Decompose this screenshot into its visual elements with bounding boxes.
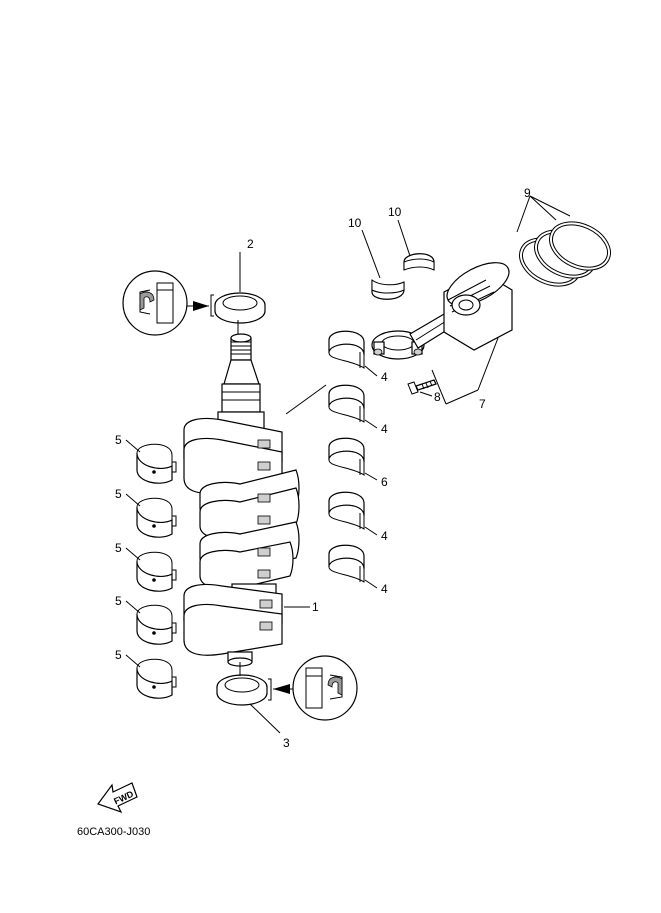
conrod-bearings [361, 219, 435, 300]
upper-bearing-3 [328, 491, 365, 530]
oil-seal-front [186, 252, 266, 334]
label-part-5b: 5 [115, 487, 122, 501]
label-part-9: 9 [524, 186, 531, 200]
main-bearing-1 [136, 443, 177, 484]
label-part-10b: 10 [388, 205, 402, 219]
label-part-3: 3 [283, 736, 290, 750]
upper-bearings [285, 330, 378, 589]
label-part-4d: 4 [381, 582, 388, 596]
part-labels: 1 2 3 4 4 4 4 5 5 5 5 5 6 7 8 9 10 10 [115, 186, 531, 750]
label-part-4a: 4 [381, 370, 388, 384]
label-part-4b: 4 [381, 422, 388, 436]
seal-detail-top [122, 270, 188, 336]
upper-bearing-1 [328, 330, 365, 369]
seal-detail-bottom [292, 655, 358, 721]
piston-rings [516, 195, 611, 287]
fwd-arrow: FWD [97, 782, 138, 814]
label-part-10a: 10 [348, 216, 362, 230]
label-part-5a: 5 [115, 433, 122, 447]
upper-bearing-4 [328, 544, 365, 583]
main-bearing-3 [136, 551, 177, 592]
drawing-code: 60CA300-J030 [77, 826, 150, 838]
label-part-7: 7 [479, 397, 486, 411]
crankshaft [183, 333, 300, 667]
main-bearing-4 [136, 604, 177, 645]
main-bearings [125, 439, 177, 699]
label-part-5e: 5 [115, 648, 122, 662]
oil-seal-rear [216, 662, 296, 734]
upper-bearing-thrust [328, 437, 365, 476]
label-part-5d: 5 [115, 594, 122, 608]
label-part-4c: 4 [381, 529, 388, 543]
label-part-2: 2 [247, 237, 254, 251]
upper-bearing-2 [328, 384, 365, 423]
main-bearing-5 [136, 658, 177, 699]
label-part-8: 8 [434, 390, 441, 404]
piston-conrod-assembly [371, 262, 513, 405]
conrod-bolt [407, 379, 437, 397]
label-part-5c: 5 [115, 541, 122, 555]
label-part-1: 1 [312, 600, 319, 614]
label-part-6: 6 [381, 475, 388, 489]
main-bearing-2 [136, 497, 177, 538]
